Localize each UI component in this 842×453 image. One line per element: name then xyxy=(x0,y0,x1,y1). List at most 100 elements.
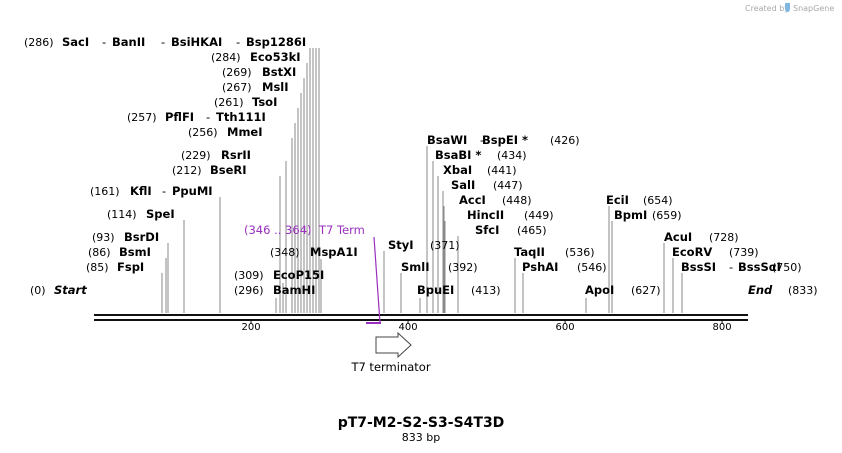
site-name-ppuMI[interactable]: PpuMI xyxy=(172,184,213,198)
site-name-bsaBI[interactable]: BsaBI * xyxy=(435,148,481,162)
site-name-ecoP15I[interactable]: EcoP15I xyxy=(273,268,324,282)
site-dash-ppuMI: - xyxy=(162,184,166,198)
site-name-styI[interactable]: StyI xyxy=(388,238,414,252)
site-name-pflFI[interactable]: PflFI xyxy=(165,110,194,124)
site-name-smlI[interactable]: SmlI xyxy=(401,260,430,274)
site-name-sacI[interactable]: SacI xyxy=(62,35,89,49)
tick-label-400: 400 xyxy=(398,322,417,333)
site-pos-srfII: (229) xyxy=(181,149,211,162)
feature-name-label: T7 Term xyxy=(318,223,365,237)
site-name-apoI[interactable]: ApoI xyxy=(585,283,614,297)
site-pos-ecoP15I: (309) xyxy=(234,269,264,282)
site-pos-salI: (447) xyxy=(493,179,523,192)
plasmid-size: 833 bp xyxy=(402,431,440,444)
site-pos-bamHI: (296) xyxy=(234,284,264,297)
site-name-ecoRV[interactable]: EcoRV xyxy=(672,245,712,259)
brand-text: SnapGene xyxy=(793,4,834,13)
site-name-bsiHKAI[interactable]: BsiHKAI xyxy=(171,35,222,49)
site-pos-bpmI: (659) xyxy=(652,209,682,222)
site-name-kflI[interactable]: KflI xyxy=(130,184,152,198)
site-dash-bsp1286I: - xyxy=(236,35,240,49)
snapgene-logo-icon xyxy=(785,3,790,12)
site-pos-hincII: (449) xyxy=(524,209,554,222)
site-name-eciI[interactable]: EciI xyxy=(606,193,629,207)
site-name-bsp1286I[interactable]: Bsp1286I xyxy=(246,35,306,49)
site-name-tth111I[interactable]: Tth111I xyxy=(216,110,266,124)
site-pos-mmeI: (256) xyxy=(188,126,218,139)
site-pos-bssSaI: (750) xyxy=(772,261,802,274)
site-pos-xbaI: (441) xyxy=(487,164,517,177)
site-name-bssSaI[interactable]: BssSαI xyxy=(738,260,781,274)
site-pos-end: (833) xyxy=(788,284,818,297)
site-name-bseRI[interactable]: BseRI xyxy=(210,163,247,177)
site-name-mslI[interactable]: MslI xyxy=(262,80,289,94)
tick-label-200: 200 xyxy=(241,322,260,333)
site-name-bamHI[interactable]: BamHI xyxy=(273,283,315,297)
site-pos-acuI: (728) xyxy=(709,231,739,244)
site-name-xbaI[interactable]: XbaI xyxy=(443,163,472,177)
credit-text: Created by xyxy=(745,4,789,13)
site-pos-ecoRV: (739) xyxy=(729,246,759,259)
site-name-bsmI[interactable]: BsmI xyxy=(119,245,151,259)
site-name-pshAI[interactable]: PshAI xyxy=(522,260,558,274)
site-pos-apoI: (627) xyxy=(631,284,661,297)
feature-range-label: (346 .. 364) xyxy=(244,223,312,237)
site-name-bsaWI[interactable]: BsaWI xyxy=(427,133,467,147)
site-name-bpmI[interactable]: BpmI xyxy=(614,208,647,222)
site-pos-eco53kI: (284) xyxy=(211,51,241,64)
tick-label-800: 800 xyxy=(713,322,732,333)
site-dash-tth111I: - xyxy=(206,110,210,124)
site-pos-speI: (114) xyxy=(107,208,137,221)
site-name-bstXI[interactable]: BstXI xyxy=(262,65,296,79)
t7-terminator-label: T7 terminator xyxy=(350,360,430,374)
site-name-taqII[interactable]: TaqII xyxy=(514,245,545,259)
tick-label-600: 600 xyxy=(556,322,575,333)
site-name-mmeI[interactable]: MmeI xyxy=(227,125,263,139)
site-pos-accI: (448) xyxy=(502,194,532,207)
site-name-mspA1I[interactable]: MspA1I xyxy=(310,245,358,259)
site-pos-pflFI: (257) xyxy=(127,111,157,124)
site-dash-bspEI: - xyxy=(480,133,484,147)
site-name-bpuEI[interactable]: BpuEI xyxy=(417,283,454,297)
site-pos-taqII: (536) xyxy=(565,246,595,259)
site-pos-bsmI: (86) xyxy=(88,246,111,259)
site-name-hincII[interactable]: HincII xyxy=(467,208,504,222)
site-name-bssSI[interactable]: BssSI xyxy=(681,260,716,274)
site-name-acuI[interactable]: AcuI xyxy=(664,230,692,244)
site-dash-bsiHKAI: - xyxy=(161,35,165,49)
site-name-srfII[interactable]: RsrII xyxy=(221,148,251,162)
site-pos-bstXI: (269) xyxy=(222,66,252,79)
site-pos-smlI: (392) xyxy=(448,261,478,274)
site-pos-eciI: (654) xyxy=(643,194,673,207)
site-name-sfcI[interactable]: SfcI xyxy=(475,223,499,237)
site-pos-pshAI: (546) xyxy=(577,261,607,274)
site-name-fspI[interactable]: FspI xyxy=(117,260,144,274)
site-dash-bssSaI: - xyxy=(729,260,733,274)
site-pos-mslI: (267) xyxy=(222,81,252,94)
site-name-tsoI[interactable]: TsoI xyxy=(252,95,277,109)
site-pos-bsaBI: (434) xyxy=(497,149,527,162)
site-pos-bsrDI: (93) xyxy=(92,231,115,244)
site-dash-banII: - xyxy=(102,35,106,49)
site-pos-styI: (371) xyxy=(430,239,460,252)
site-pos-bpuEI: (413) xyxy=(471,284,501,297)
site-pos-start: (0) xyxy=(30,284,46,297)
site-name-salI[interactable]: SalI xyxy=(451,178,475,192)
site-name-start[interactable]: Start xyxy=(54,283,87,297)
site-pos-bspEI: (426) xyxy=(550,134,580,147)
site-pos-sfcI: (465) xyxy=(517,224,547,237)
t7-terminator-arrow[interactable] xyxy=(375,331,412,359)
site-name-bsrDI[interactable]: BsrDI xyxy=(124,230,159,244)
t7-term-feature-mark xyxy=(366,236,381,324)
site-name-end[interactable]: End xyxy=(748,283,773,297)
site-pos-fspI: (85) xyxy=(86,261,109,274)
site-pos-kflI: (161) xyxy=(90,185,120,198)
site-pos-sacI: (286) xyxy=(24,36,54,49)
site-pos-bseRI: (212) xyxy=(172,164,202,177)
site-name-accI[interactable]: AccI xyxy=(459,193,486,207)
site-name-eco53kI[interactable]: Eco53kI xyxy=(250,50,301,64)
site-name-banII[interactable]: BanII xyxy=(112,35,145,49)
site-name-bspEI[interactable]: BspEI * xyxy=(482,133,528,147)
site-name-speI[interactable]: SpeI xyxy=(146,207,175,221)
